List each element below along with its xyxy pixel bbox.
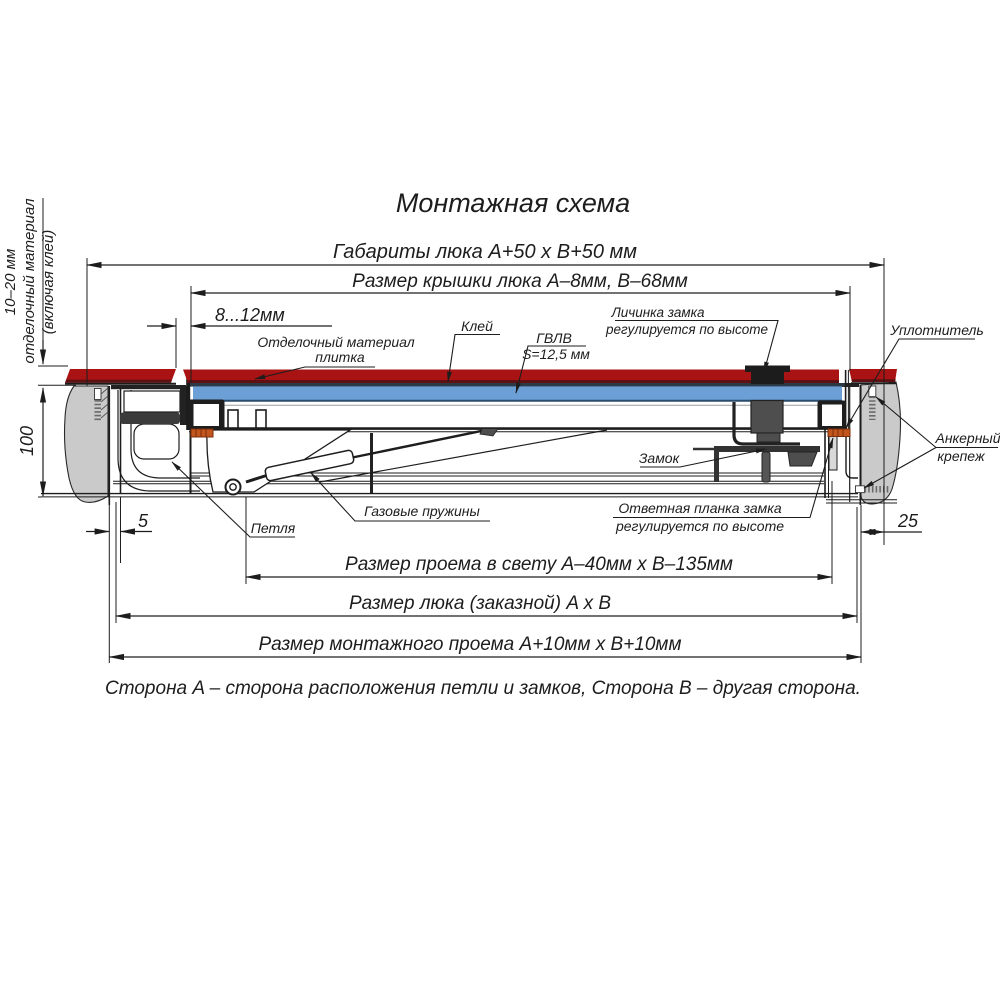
dim-clear-label: Размер проема в свету A–40мм x B–135мм xyxy=(345,554,733,575)
callout-anchor-2: крепеж xyxy=(937,448,986,464)
dim-gap25-label: 25 xyxy=(897,511,919,531)
anchor-screw-right-bottom xyxy=(855,485,889,494)
callout-anchor-1: Анкерный xyxy=(934,430,1000,446)
dim-overall-label: Габариты люка A+50 x B+50 мм xyxy=(333,241,637,263)
frame-left xyxy=(111,385,200,494)
seals xyxy=(190,428,851,438)
hinge xyxy=(206,429,353,496)
dim-gap-label: 8...12мм xyxy=(215,305,285,325)
leader-glue xyxy=(447,333,500,383)
callout-board-2: S=12,5 мм xyxy=(522,346,590,362)
leader-hinge xyxy=(171,461,295,538)
finish-height-label-1: 10–20 мм xyxy=(2,249,19,315)
callout-finish-2: плитка xyxy=(315,349,365,365)
leader-lock xyxy=(640,448,767,468)
seal-right xyxy=(827,428,851,437)
tile-layers xyxy=(65,369,897,385)
gas-springs xyxy=(245,427,608,484)
leader-lines xyxy=(171,319,998,538)
anchor-screw-right-top xyxy=(868,385,877,420)
dim-mounting-label: Размер монтажного проема A+10мм x B+10мм xyxy=(259,634,682,655)
callout-hinge: Петля xyxy=(251,520,296,536)
callout-lock-cylinder-1: Личинка замка xyxy=(610,305,705,320)
dimension-lines xyxy=(39,261,922,661)
lock xyxy=(693,365,820,483)
callout-strike-1: Ответная планка замка xyxy=(618,500,781,516)
seal-left xyxy=(190,428,214,438)
callout-glue: Клей xyxy=(461,318,493,334)
dim-frame-height-label: 100 xyxy=(17,426,37,456)
gas-spring-rear xyxy=(319,429,608,483)
callout-board-1: ГВЛВ xyxy=(536,330,572,346)
gas-spring-cylinder xyxy=(264,449,355,482)
leader-gas-springs xyxy=(310,472,490,522)
texts: Монтажная схема Габариты люка A+50 x B+5… xyxy=(2,188,1000,699)
note-text: Сторона A – сторона расположения петли и… xyxy=(105,678,861,699)
leader-anchor-bottom xyxy=(863,447,937,489)
lock-plate xyxy=(714,446,820,452)
glue-layer xyxy=(189,383,845,387)
wall-left-hatch xyxy=(100,387,109,419)
wall-left xyxy=(63,385,111,505)
callout-gas-springs: Газовые пружины xyxy=(364,503,480,519)
section-drawing xyxy=(41,365,902,505)
anchor-screw-left xyxy=(94,388,102,421)
drawing-title: Монтажная схема xyxy=(396,188,630,218)
finish-height-label-3: (включая клей) xyxy=(40,230,57,334)
leader-board xyxy=(515,345,586,394)
callout-finish-1: Отделочный материал xyxy=(257,334,414,350)
leader-finish-material xyxy=(254,366,375,380)
callout-lock-cylinder-2: регулируется по высоте xyxy=(605,322,768,337)
dim-gap5-label: 5 xyxy=(138,511,149,531)
leader-seal xyxy=(845,338,975,429)
dim-hatch-label: Размер люка (заказной) A x B xyxy=(349,593,611,614)
callout-strike-2: регулируется по высоте xyxy=(615,518,784,534)
callout-seal: Уплотнитель xyxy=(889,322,984,338)
lock-cylinder-cap xyxy=(745,365,790,384)
finish-height-label-2: отделочный материал xyxy=(21,198,38,364)
leader-lock-cylinder xyxy=(615,319,779,373)
callout-lock: Замок xyxy=(639,450,681,466)
dim-cover-label: Размер крышки люка A–8мм, B–68мм xyxy=(352,271,688,292)
leader-strike-plate xyxy=(613,437,834,519)
